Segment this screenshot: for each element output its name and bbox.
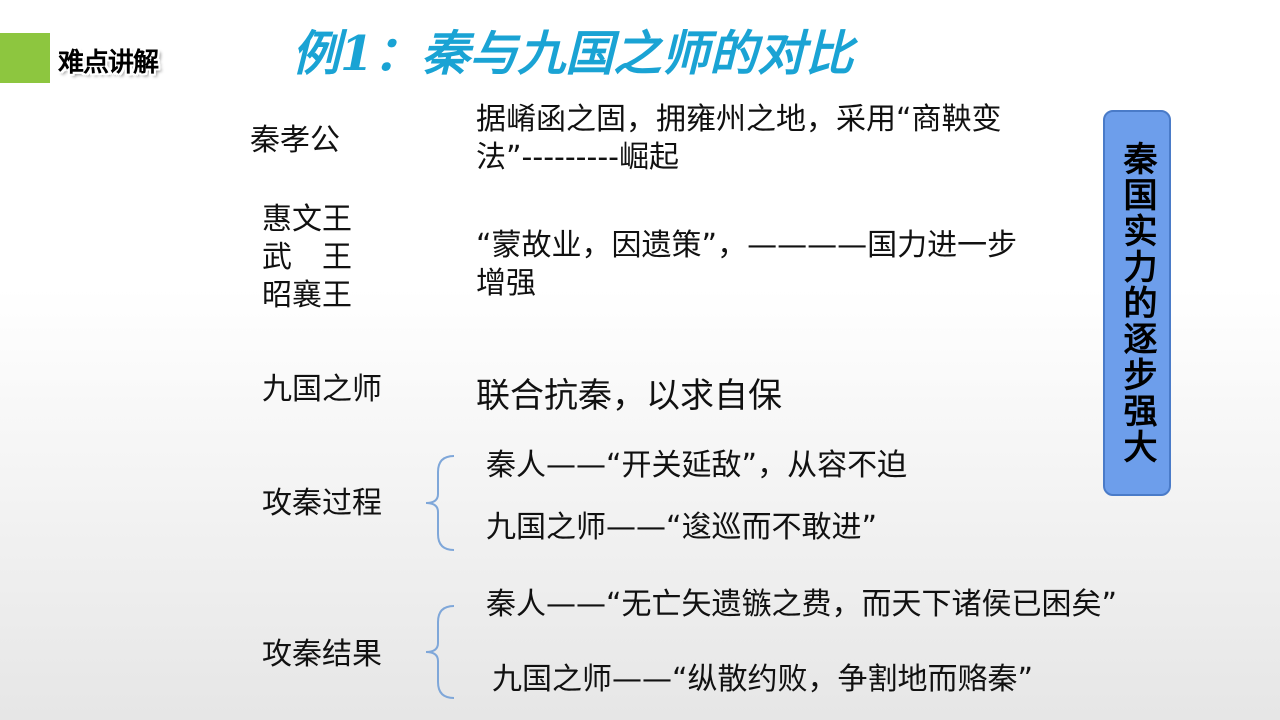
text-qin-xiaogong: 据崤函之固，拥雍州之地，采用“商鞅变法”---------崛起 (476, 102, 1002, 175)
text-nine-states: 联合抗秦，以求自保 (476, 376, 782, 416)
label-attack-process: 攻秦过程 (262, 486, 382, 521)
text-kings: “蒙故业，因遗策”，————国力进一步增强 (476, 228, 1018, 301)
summary-text: 秦国实力的逐步强大 (1117, 141, 1157, 465)
result-item-qin: 秦人——“无亡矢遗镞之费，而天下诸侯已困矣” (486, 587, 1118, 622)
brace-process (425, 455, 455, 551)
result-item-nine: 九国之师——“纵散约败，争割地而赂秦” (492, 662, 1034, 697)
accent-block (0, 33, 50, 83)
label-king-3: 昭襄王 (262, 278, 352, 313)
label-king-2: 武 王 (262, 240, 352, 275)
label-qin-xiaogong: 秦孝公 (250, 123, 340, 158)
summary-box: 秦国实力的逐步强大 (1103, 110, 1171, 496)
process-item-qin: 秦人——“开关延敌”，从容不迫 (486, 448, 908, 483)
label-nine-states: 九国之师 (262, 372, 382, 407)
section-badge: 难点讲解 (58, 48, 159, 78)
label-king-1: 惠文王 (262, 202, 352, 237)
process-item-nine: 九国之师——“逡巡而不敢进” (486, 510, 878, 545)
label-attack-result: 攻秦结果 (262, 637, 382, 672)
brace-result (425, 605, 455, 699)
slide-title: 例1：秦与九国之师的对比 (292, 26, 854, 82)
label-kings: 惠文王 武 王 昭襄王 (262, 201, 352, 315)
